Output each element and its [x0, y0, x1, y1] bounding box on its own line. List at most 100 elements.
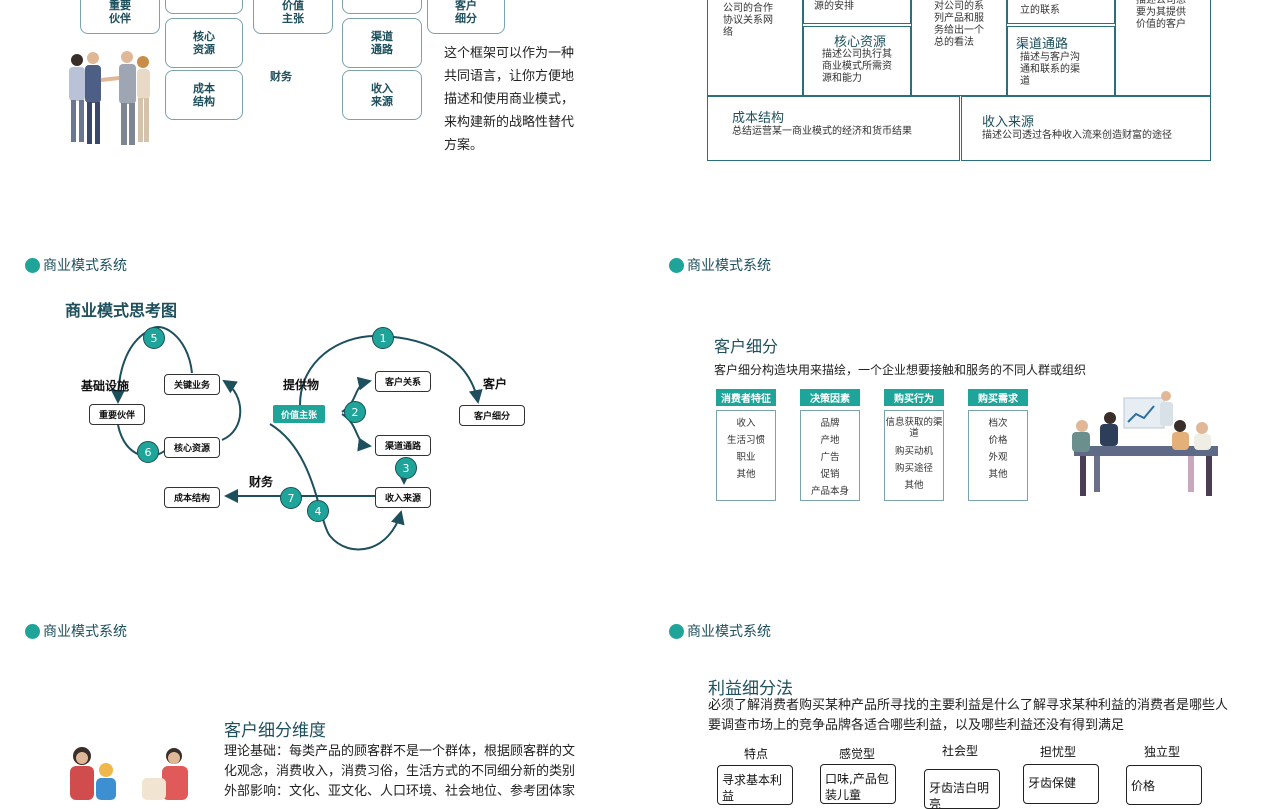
canvas-customer: 描述公司想 要为其提供 价值的客户 — [1115, 0, 1211, 96]
segment-column-1: 消费者特征 收入 生活习惯 职业 其他 — [716, 389, 776, 501]
grid-customer: 客户 细分 — [427, 0, 505, 34]
node-key-activities: 关键业务 — [164, 374, 220, 395]
canvas-revenue: 收入来源 描述公司透过各种收入流来创造财富的途径 — [961, 96, 1211, 161]
step-badge-2: 2 — [344, 401, 366, 423]
segment-item: 其他 — [988, 469, 1008, 480]
segment-item: 其他 — [736, 469, 756, 480]
segment-column-2: 决策因素 品牌 产地 广告 促销 产品本身 — [800, 389, 860, 501]
people-illustration — [70, 747, 188, 800]
section-header-slide5: 商业模式系统 — [25, 621, 127, 641]
segment-item: 价格 — [988, 435, 1008, 446]
bullet-dot-icon — [25, 623, 40, 639]
step-badge-3: 3 — [395, 457, 417, 479]
segment-column-3: 购买行为 信息获取的渠道 购买动机 购买途径 其他 — [884, 389, 944, 501]
benefit-header-social: 社会型 — [941, 744, 978, 758]
section-label: 商业模式系统 — [43, 258, 127, 274]
dimensions-title: 客户细分维度 — [224, 721, 326, 741]
segment-column-header: 购买行为 — [884, 389, 944, 406]
canvas-cost: 成本结构 总结运营某一商业模式的经济和货币结果 — [707, 96, 960, 161]
grid-revenue: 收入 来源 — [342, 70, 422, 120]
segment-item: 外观 — [988, 452, 1008, 463]
section-label: 商业模式系统 — [43, 624, 127, 640]
segment-column-header: 购买需求 — [968, 389, 1028, 406]
canvas-resources: 核心资源 描述公司执行其 商业模式所需资 源和能力 — [803, 26, 911, 96]
label-finance: 财务 — [249, 475, 274, 489]
meeting-illustration — [1072, 391, 1218, 496]
benefit-cell-social: 牙齿洁白明亮 — [924, 769, 1000, 809]
node-revenue: 收入来源 — [375, 487, 431, 508]
canvas-channels: 渠道通路 描述与客户沟 通和联系的渠 道 — [1007, 26, 1115, 96]
step-badge-5: 5 — [143, 327, 165, 349]
segment-item: 职业 — [736, 452, 756, 463]
segment-item: 产品本身 — [810, 486, 849, 497]
slide1-description: 这个框架可以作为一种共同语言，让你方便地描述和使用商业模式，来构建新的战略性替代… — [444, 46, 575, 153]
step-badge-4: 4 — [307, 500, 329, 522]
segment-column-body: 收入 生活习惯 职业 其他 — [716, 410, 776, 501]
section-header-slide6: 商业模式系统 — [669, 621, 771, 641]
benefit-description: 必须了解消费者购买某种产品所寻找的主要利益是什么了解寻求某种利益的消费者是哪些人… — [708, 698, 1229, 733]
benefit-title: 利益细分法 — [708, 679, 793, 699]
bullet-dot-icon — [25, 257, 40, 273]
benefit-header-sensory: 感觉型 — [838, 747, 875, 761]
benefit-header-feature: 特点 — [743, 747, 768, 761]
segment-item: 购买动机 — [894, 446, 933, 457]
segment-column-header: 决策因素 — [800, 389, 860, 406]
segment-item: 生活习惯 — [726, 435, 765, 446]
dimensions-line-2: 化观念，消费收入，消费习俗，生活方式的不同细分新的类别 — [224, 764, 576, 779]
grid-value: 价值 主张 — [253, 0, 333, 34]
label-customer: 客户 — [483, 377, 508, 391]
node-channels: 渠道通路 — [375, 435, 431, 456]
benefit-cell-independent: 价格 — [1126, 765, 1202, 805]
node-key-resources: 核心资源 — [164, 437, 220, 458]
node-key-partners: 重要伙伴 — [89, 404, 145, 425]
node-customer-relations: 客户关系 — [375, 371, 431, 392]
grid-finance: 财务 — [270, 70, 292, 83]
mindmap-title: 商业模式思考图 — [65, 301, 178, 320]
canvas-value: 对公司的系 列产品和服 务给出一个 总的看法 — [911, 0, 1007, 96]
benefit-header-worry: 担忧型 — [1039, 745, 1076, 759]
canvas-partners: 描述与其他 公司的合作 协议关系网 络 — [707, 0, 803, 96]
segment-item: 收入 — [736, 418, 756, 429]
segment-column-body: 品牌 产地 广告 促销 产品本身 — [800, 410, 860, 501]
grid-resources: 核心 资源 — [165, 18, 243, 68]
segment-item: 促销 — [820, 469, 840, 480]
node-cost-structure: 成本结构 — [164, 487, 220, 508]
grid-top-blank-2 — [342, 0, 422, 14]
benefit-cell-worry: 牙齿保健 — [1023, 764, 1099, 804]
grid-cost: 成本 结构 — [165, 70, 243, 120]
canvas-activities: 源的安排 — [803, 0, 911, 24]
segment-item: 广告 — [820, 452, 840, 463]
segment-column-header: 消费者特征 — [716, 389, 776, 406]
segment-item: 品牌 — [820, 418, 840, 429]
grid-partners: 重要 伙伴 — [80, 0, 160, 34]
segment-column-4: 购买需求 档次 价格 外观 其他 — [968, 389, 1028, 501]
bullet-dot-icon — [669, 623, 684, 639]
benefit-cell-sensory: 口味,产品包装儿童 — [820, 764, 896, 804]
node-customer-segments: 客户细分 — [459, 405, 525, 426]
label-offer: 提供物 — [283, 378, 320, 392]
dimensions-line-3: 外部影响：文化、亚文化、人口环境、社会地位、参考团体家 — [224, 784, 576, 799]
label-infrastructure: 基础设施 — [81, 379, 130, 393]
section-header-slide3: 商业模式系统 — [25, 255, 127, 275]
dimensions-line-1: 理论基础：每类产品的顾客群不是一个群体，根据顾客群的文 — [224, 744, 576, 759]
step-badge-7: 7 — [280, 487, 302, 509]
segment-column-body: 档次 价格 外观 其他 — [968, 410, 1028, 501]
segment-item: 产地 — [820, 435, 840, 446]
segments-description: 客户细分构造块用来描绘，一个企业想要接触和服务的不同人群或组织 — [714, 363, 1087, 377]
section-label: 商业模式系统 — [687, 624, 771, 640]
section-label: 商业模式系统 — [687, 258, 771, 274]
segment-item: 购买途径 — [894, 463, 933, 474]
benefit-header-independent: 独立型 — [1143, 745, 1180, 759]
benefit-cell-feature: 寻求基本利益 — [717, 765, 793, 805]
segments-title: 客户细分 — [714, 337, 779, 356]
canvas-relations: 立的联系 — [1007, 0, 1115, 24]
step-badge-1: 1 — [372, 327, 394, 349]
segment-item: 信息获取的渠道 — [885, 417, 943, 439]
segment-item: 档次 — [988, 418, 1008, 429]
handshake-illustration — [69, 51, 150, 145]
node-value-proposition: 价值主张 — [273, 405, 325, 423]
segment-column-body: 信息获取的渠道 购买动机 购买途径 其他 — [884, 410, 944, 501]
segment-item: 其他 — [904, 480, 924, 491]
bullet-dot-icon — [669, 257, 684, 273]
section-header-slide4: 商业模式系统 — [669, 255, 771, 275]
